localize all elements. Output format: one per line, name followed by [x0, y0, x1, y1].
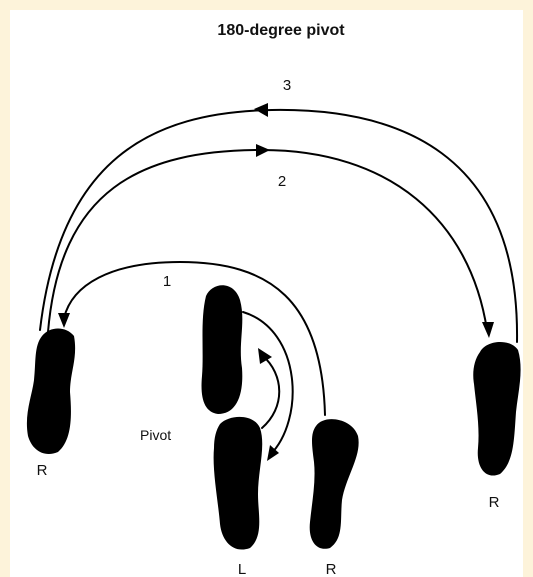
start-right-footprint [27, 329, 75, 455]
diagram-title: 180-degree pivot [217, 22, 345, 39]
pivot-inner-arc [262, 355, 279, 428]
start-right-foot-label: R [37, 462, 48, 479]
step-2-arrowhead-mid [256, 144, 270, 157]
pivot-right-foot-label: R [326, 561, 337, 577]
step-2-arrowhead-end [482, 322, 494, 338]
step-1-arc [64, 262, 325, 415]
pivot-right-footprint [310, 419, 359, 549]
step-1-arrowhead [58, 313, 70, 328]
pivot-inner-arrowhead [258, 348, 272, 364]
step-1-label: 1 [163, 273, 171, 290]
step-2-label: 2 [278, 173, 286, 190]
far-right-foot-label: R [489, 494, 500, 511]
step-3-arc [40, 110, 517, 342]
pivot-label: Pivot [140, 427, 171, 443]
step-2-arc [48, 150, 487, 332]
pivot-left-footprint-lower [214, 417, 263, 550]
left-foot-label: L [238, 561, 246, 577]
far-right-footprint [473, 342, 520, 476]
pivot-left-footprint-upper [202, 285, 243, 414]
step-3-arrowhead [254, 103, 268, 117]
step-3-label: 3 [283, 77, 291, 94]
